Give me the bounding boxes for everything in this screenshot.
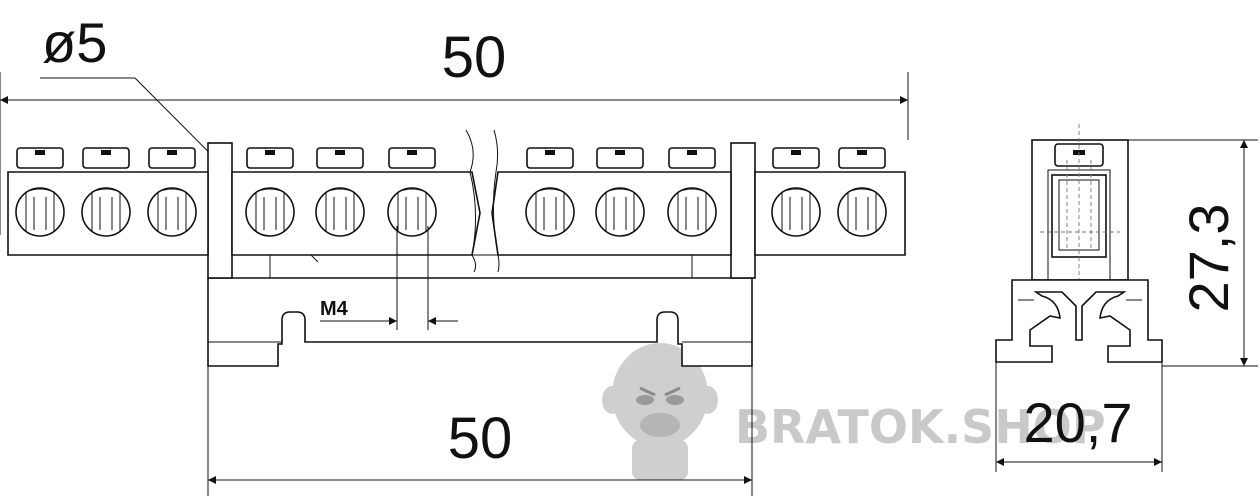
- screw-slot: [615, 150, 625, 155]
- screw-head: [668, 147, 716, 169]
- screw-slot: [857, 150, 867, 155]
- screw-head: [82, 147, 130, 169]
- watermark: BRATOK.SHOP: [602, 343, 1106, 480]
- screw-head: [16, 147, 64, 169]
- wire-hole: [81, 187, 131, 237]
- screw-slot: [407, 150, 417, 155]
- busbar-left: [7, 171, 481, 256]
- screw-slot: [687, 150, 697, 155]
- clamp-insert: [535, 188, 565, 232]
- wire-hole: [837, 187, 887, 237]
- side-width-dimension: 20,7: [995, 362, 1163, 472]
- thread-label: M4: [320, 298, 349, 320]
- screw-slot: [335, 150, 345, 155]
- support-post-left: [207, 142, 233, 279]
- wire-hole: [387, 187, 437, 237]
- front-view: 50 ø5: [0, 11, 909, 496]
- clamp-insert: [397, 188, 427, 232]
- terminal: [147, 147, 197, 237]
- height-label: 27,3: [1177, 204, 1240, 313]
- break-line: [465, 129, 477, 273]
- clamp-insert: [91, 188, 121, 232]
- screw-head: [596, 147, 644, 169]
- screw-head: [316, 147, 364, 169]
- screw-head: [388, 147, 436, 169]
- wire-hole: [315, 187, 365, 237]
- screw-head: [148, 147, 196, 169]
- top-width-dimension: 50: [0, 25, 909, 235]
- thread-dimension: M4: [320, 226, 458, 330]
- screw-slot: [101, 150, 111, 155]
- din-rail-base: [207, 277, 753, 367]
- clamp-insert: [605, 188, 635, 232]
- bottom-width-label: 50: [448, 406, 513, 471]
- terminal: [245, 147, 295, 237]
- terminal: [771, 147, 821, 237]
- terminal: [667, 147, 717, 237]
- top-width-label: 50: [442, 25, 507, 90]
- clamp-insert: [781, 188, 811, 232]
- clamp-insert: [677, 188, 707, 232]
- terminal: [595, 147, 645, 237]
- clamp-insert: [157, 188, 187, 232]
- terminal: [315, 147, 365, 237]
- watermark-text: BRATOK.SHOP: [735, 400, 1106, 454]
- screw-slot: [545, 150, 555, 155]
- wire-hole: [771, 187, 821, 237]
- screw-head: [246, 147, 294, 169]
- terminal: [525, 147, 575, 237]
- terminal-group: [15, 147, 887, 237]
- screw-head: [838, 147, 886, 169]
- side-width-label: 20,7: [1024, 391, 1133, 454]
- screw-slot: [265, 150, 275, 155]
- screw-head: [772, 147, 820, 169]
- wire-hole: [595, 187, 645, 237]
- screw-slot: [35, 150, 45, 155]
- terminal: [387, 147, 437, 237]
- terminal: [837, 147, 887, 237]
- terminal: [81, 147, 131, 237]
- clamp-insert: [847, 188, 877, 232]
- side-view: 27,3 20,7: [995, 124, 1258, 472]
- wire-hole: [245, 187, 295, 237]
- wire-hole: [147, 187, 197, 237]
- terminal: [15, 147, 65, 237]
- clamp-insert: [25, 188, 55, 232]
- wire-hole: [525, 187, 575, 237]
- bottom-width-dimension: 50: [207, 366, 753, 496]
- height-dimension: 27,3: [1128, 139, 1258, 367]
- side-rail-clip: [995, 279, 1163, 363]
- screw-slot: [167, 150, 177, 155]
- clamp-insert: [255, 188, 285, 232]
- support-post-right: [730, 142, 756, 279]
- wire-hole: [667, 187, 717, 237]
- screw-slot: [791, 150, 801, 155]
- screw-head: [526, 147, 574, 169]
- gorilla-icon: [602, 343, 718, 480]
- wire-hole: [15, 187, 65, 237]
- hole-diameter-label: ø5: [42, 11, 107, 74]
- clamp-insert: [325, 188, 355, 232]
